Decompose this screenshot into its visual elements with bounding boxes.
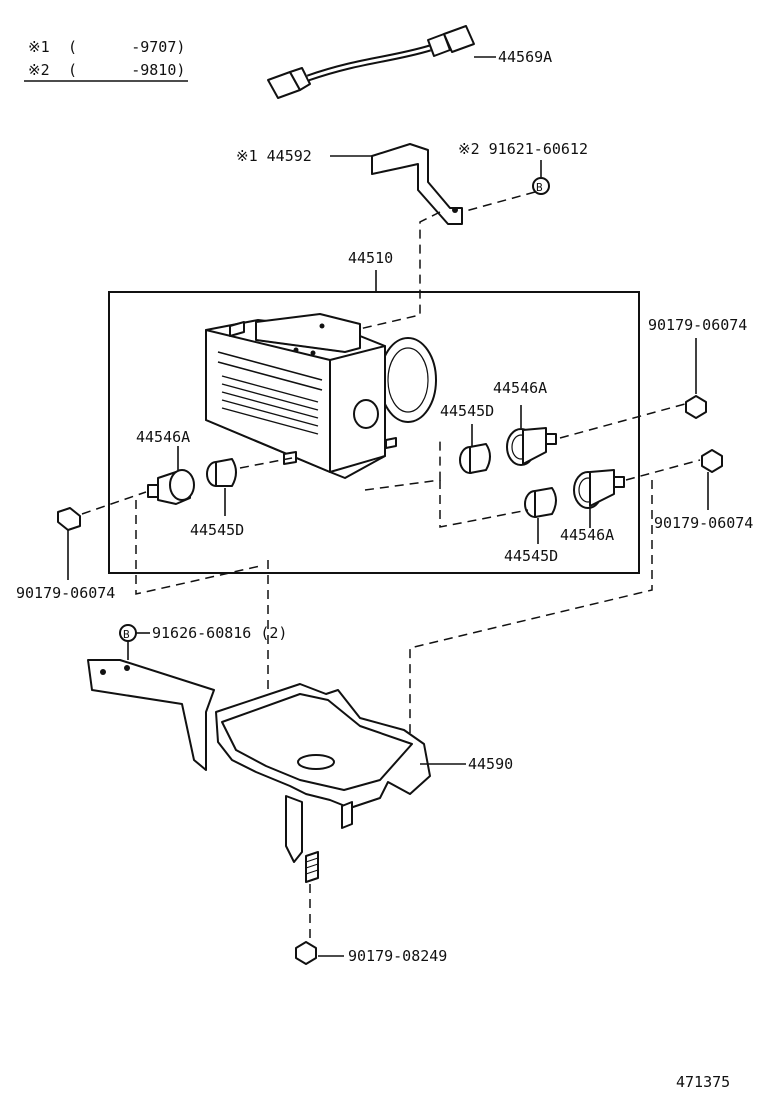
- label-actuator-assy: 44510: [348, 249, 393, 267]
- grommet-d-left-drawing: [206, 458, 237, 516]
- dash-inner-2: [439, 480, 529, 528]
- nut-right-top-drawing: [685, 338, 707, 419]
- wire-harness-drawing: [267, 25, 496, 99]
- dash-right-to-tray: [409, 480, 653, 740]
- figure-number: 471375: [676, 1073, 730, 1091]
- label-nut-left: 90179-06074: [16, 584, 115, 602]
- dash-nut-right-bottom: [625, 459, 701, 481]
- nut-left-drawing: [57, 507, 81, 580]
- label-bolt-bracket: 91626-60816 (2): [152, 624, 287, 642]
- label-cushion-a-left: 44546A: [136, 428, 190, 446]
- label-nut-right-bottom: 90179-06074: [654, 514, 753, 532]
- bolt-marker-b-top: [532, 177, 550, 195]
- legend-row-1-range: ( -9707): [68, 38, 185, 56]
- bolt-marker-b-top-letter: B: [536, 181, 543, 194]
- label-nut-bottom: 90179-08249: [348, 947, 447, 965]
- label-tray-bracket: 44590: [468, 755, 513, 773]
- dash-left-grommet: [239, 457, 293, 469]
- nut-right-bottom-drawing: [701, 449, 723, 510]
- dash-bracket-to-actuator: [354, 211, 441, 331]
- cushion-a-bottom-drawing: [573, 469, 625, 528]
- legend-row-1-mark: ※1: [28, 38, 50, 56]
- grommet-d-bottom-drawing: [524, 487, 557, 544]
- legend: ※1 ( -9707) ※2 ( -9810): [24, 38, 188, 82]
- small-bracket-drawing: [330, 143, 463, 225]
- bolt-marker-b-bracket-letter: B: [123, 628, 130, 641]
- dash-left-to-tray: [135, 500, 261, 595]
- cushion-a-left-drawing: [147, 446, 195, 505]
- dash-nut-right-top: [559, 403, 686, 439]
- label-cushion-a-top: 44546A: [493, 379, 547, 397]
- label-nut-right-top: 90179-06074: [648, 316, 747, 334]
- tray-bracket-drawing: [87, 659, 466, 863]
- label-bracket: ※1 44592: [236, 147, 312, 165]
- dash-bolt-top: [461, 191, 536, 213]
- label-grommet-d-left: 44545D: [190, 521, 244, 539]
- cushion-a-top-drawing: [506, 405, 557, 466]
- legend-row-2-range: ( -9810): [68, 61, 185, 79]
- label-bolt-top: ※2 91621-60612: [458, 140, 588, 158]
- grommet-d-top-drawing: [459, 424, 491, 474]
- label-grommet-d-bottom: 44545D: [504, 547, 558, 565]
- label-wire-harness: 44569A: [498, 48, 552, 66]
- nut-bottom-drawing: [295, 851, 344, 965]
- actuator-assy-frame: [108, 291, 640, 574]
- label-cushion-a-bottom: 44546A: [560, 526, 614, 544]
- label-grommet-d-top: 44545D: [440, 402, 494, 420]
- abs-actuator-drawing: [205, 313, 437, 479]
- legend-row-2-mark: ※2: [28, 61, 50, 79]
- dash-nut-left: [81, 491, 147, 515]
